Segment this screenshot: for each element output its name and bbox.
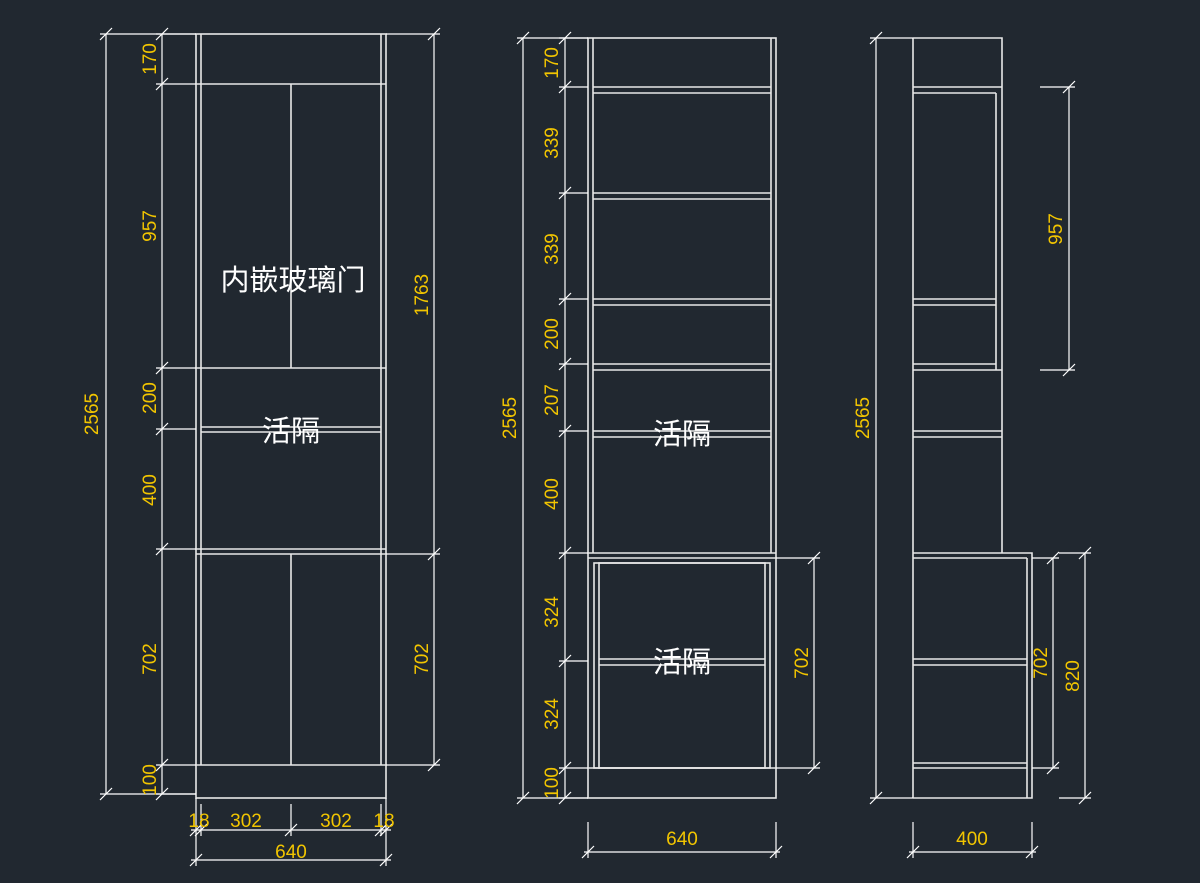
middle-right-lower: 702 — [792, 647, 813, 679]
front-width-door-left: 302 — [230, 811, 262, 832]
front-seg-4: 400 — [140, 474, 161, 506]
front-seg-2: 957 — [140, 210, 161, 242]
middle-seg-6: 400 — [542, 478, 563, 510]
middle-seg-8: 324 — [542, 698, 563, 730]
front-seg-3: 200 — [140, 382, 161, 414]
front-width-side-left: 18 — [188, 811, 209, 832]
side-lower-inner-height: 702 — [1031, 647, 1052, 679]
middle-seg-7: 324 — [542, 596, 563, 628]
middle-height-total: 2565 — [500, 397, 521, 439]
middle-shelf-label-upper: 活隔 — [653, 417, 711, 451]
middle-seg-3: 339 — [542, 233, 563, 265]
front-seg-5: 702 — [140, 643, 161, 675]
front-view: 2565 170 957 200 400 702 100 1763 702 — [82, 27, 441, 867]
middle-cabinet-outline — [587, 37, 777, 799]
middle-view: 2565 170 339 339 200 207 400 324 324 100 — [500, 31, 821, 859]
middle-width-total: 640 — [666, 829, 698, 850]
front-glass-door-label: 内嵌玻璃门 — [220, 263, 365, 297]
front-seg-6: 100 — [140, 764, 161, 796]
middle-seg-9: 100 — [542, 767, 563, 799]
front-width-door-right: 302 — [320, 811, 352, 832]
side-lower-outer-height: 820 — [1063, 660, 1084, 692]
front-shelf-label: 活隔 — [262, 414, 320, 448]
front-width-side-right: 18 — [373, 811, 394, 832]
middle-seg-2: 339 — [542, 127, 563, 159]
front-seg-1: 170 — [140, 43, 161, 75]
side-view: 2565 957 702 820 400 — [853, 31, 1092, 859]
front-width-total: 640 — [275, 842, 307, 863]
middle-seg-5: 207 — [542, 384, 563, 416]
side-height-total: 2565 — [853, 397, 874, 439]
side-upper-height: 957 — [1046, 213, 1067, 245]
middle-seg-4: 200 — [542, 318, 563, 350]
middle-shelf-label-lower: 活隔 — [653, 645, 711, 679]
front-cabinet-outline — [195, 33, 387, 799]
middle-seg-1: 170 — [542, 47, 563, 79]
front-height-total: 2565 — [82, 393, 103, 435]
side-upper-outline — [913, 37, 1003, 553]
side-width-total: 400 — [956, 829, 988, 850]
front-right-upper: 1763 — [412, 274, 433, 316]
front-right-lower: 702 — [412, 643, 433, 675]
